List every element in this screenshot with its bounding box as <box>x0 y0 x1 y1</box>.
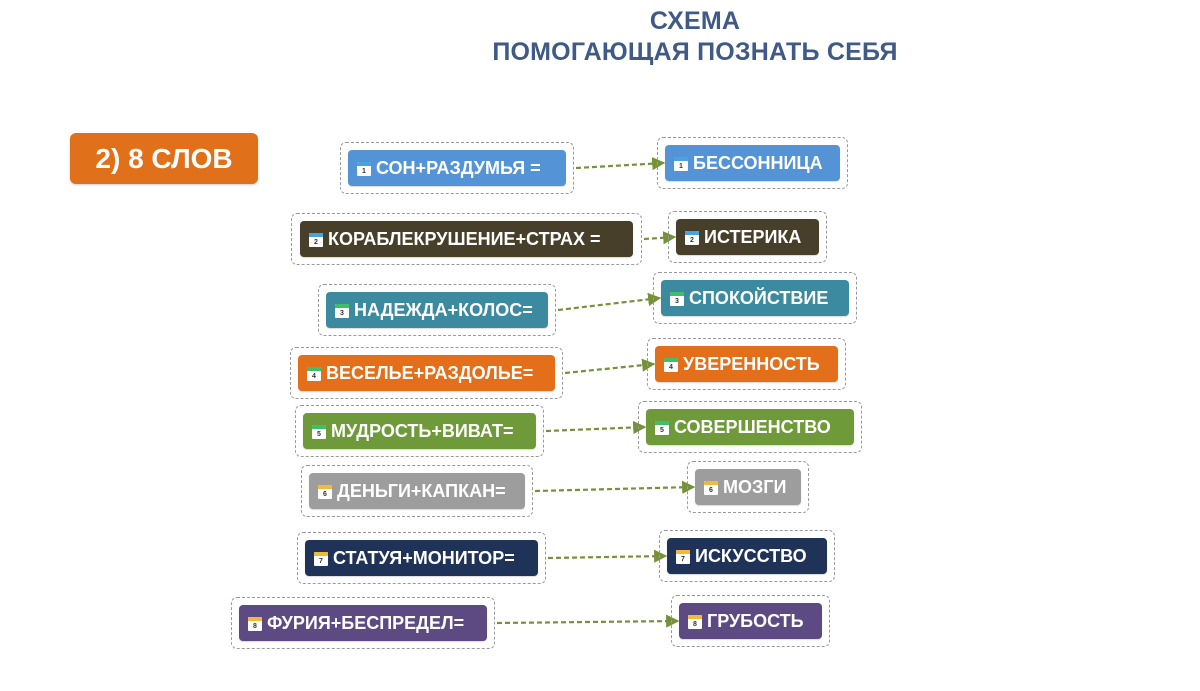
section-badge: 2) 8 СЛОВ <box>70 133 258 184</box>
calendar-icon: 8 <box>248 617 262 631</box>
calendar-number: 1 <box>362 168 366 175</box>
connector-arrow <box>534 480 696 494</box>
right-term-box: 1 БЕССОННИЦА <box>665 145 840 181</box>
left-box-frame <box>291 213 642 265</box>
left-term-label: КОРАБЛЕКРУШЕНИЕ+СТРАХ = <box>328 228 601 249</box>
connector-arrow <box>575 157 666 171</box>
left-box-frame <box>340 142 574 194</box>
calendar-number: 7 <box>681 556 685 563</box>
title-line-1: СХЕМА <box>649 7 741 35</box>
calendar-icon: 4 <box>307 367 321 381</box>
left-box-frame <box>301 465 533 517</box>
calendar-icon: 1 <box>674 157 688 171</box>
right-box-frame <box>653 272 857 324</box>
calendar-number: 6 <box>323 491 327 498</box>
left-term-box: 7 СТАТУЯ+МОНИТОР= <box>305 540 538 576</box>
left-term-label: ВЕСЕЛЬЕ+РАЗДОЛЬЕ= <box>326 362 534 383</box>
right-box-frame <box>647 338 846 390</box>
right-box-frame <box>671 595 830 647</box>
calendar-number: 2 <box>314 239 318 246</box>
left-term-label: ФУРИЯ+БЕСПРЕДЕЛ= <box>267 612 465 633</box>
calendar-icon: 8 <box>688 615 702 629</box>
right-term-label: ИСТЕРИКА <box>704 226 802 247</box>
right-box-frame <box>638 401 862 453</box>
right-term-label: ГРУБОСТЬ <box>707 610 804 631</box>
left-box-frame <box>231 597 495 649</box>
right-term-box: 8 ГРУБОСТЬ <box>679 603 822 639</box>
right-box-frame <box>668 211 827 263</box>
left-term-label: МУДРОСТЬ+ВИВАТ= <box>331 420 514 441</box>
left-term-label: ДЕНЬГИ+КАПКАН= <box>337 480 506 501</box>
left-term-box: 5 МУДРОСТЬ+ВИВАТ= <box>303 413 536 449</box>
calendar-icon: 3 <box>670 292 684 306</box>
calendar-icon: 3 <box>335 304 349 318</box>
connector-arrow <box>547 549 668 563</box>
calendar-icon: 7 <box>314 552 328 566</box>
right-term-box: 7 ИСКУССТВО <box>667 538 827 574</box>
right-box-frame <box>657 137 848 189</box>
calendar-icon: 1 <box>357 162 371 176</box>
calendar-number: 8 <box>253 623 257 630</box>
right-term-label: БЕССОННИЦА <box>693 152 823 173</box>
right-term-box: 4 УВЕРЕННОСТЬ <box>655 346 838 382</box>
left-box-frame <box>318 284 556 336</box>
calendar-number: 4 <box>669 364 673 371</box>
right-term-label: СПОКОЙСТВИЕ <box>689 287 829 308</box>
calendar-number: 2 <box>690 237 694 244</box>
calendar-number: 4 <box>312 373 316 380</box>
left-term-box: 2 КОРАБЛЕКРУШЕНИЕ+СТРАХ = <box>300 221 633 257</box>
left-box-frame <box>295 405 544 457</box>
connector-arrow <box>545 420 647 435</box>
left-box-frame <box>290 347 563 399</box>
left-term-box: 4 ВЕСЕЛЬЕ+РАЗДОЛЬЕ= <box>298 355 555 391</box>
right-term-box: 5 СОВЕРШЕНСТВО <box>646 409 854 445</box>
connector-arrow <box>643 231 677 245</box>
right-box-frame <box>659 530 835 582</box>
calendar-icon: 4 <box>664 358 678 372</box>
calendar-number: 5 <box>317 431 321 438</box>
calendar-number: 3 <box>675 298 679 305</box>
connector-arrow <box>557 292 662 312</box>
calendar-icon: 6 <box>318 485 332 499</box>
title-line-2: ПОМОГАЮЩАЯ ПОЗНАТЬ СЕБЯ <box>492 38 898 66</box>
calendar-number: 5 <box>660 427 664 434</box>
calendar-icon: 5 <box>312 425 326 439</box>
left-term-box: 6 ДЕНЬГИ+КАПКАН= <box>309 473 525 509</box>
left-box-frame <box>297 532 546 584</box>
left-term-label: НАДЕЖДА+КОЛОС= <box>354 299 533 320</box>
right-term-box: 6 МОЗГИ <box>695 469 801 505</box>
diagram-title: СХЕМА ПОМОГАЮЩАЯ ПОЗНАТЬ СЕБЯ <box>0 6 1200 68</box>
calendar-icon: 2 <box>309 233 323 247</box>
right-box-frame <box>687 461 809 513</box>
right-term-label: УВЕРЕННОСТЬ <box>683 353 820 374</box>
connector-arrow <box>496 614 680 628</box>
left-term-label: СТАТУЯ+МОНИТОР= <box>333 547 515 568</box>
calendar-number: 1 <box>679 163 683 170</box>
calendar-icon: 5 <box>655 421 669 435</box>
left-term-label: СОН+РАЗДУМЬЯ = <box>376 157 541 178</box>
left-term-box: 8 ФУРИЯ+БЕСПРЕДЕЛ= <box>239 605 487 641</box>
calendar-icon: 2 <box>685 231 699 245</box>
calendar-icon: 6 <box>704 481 718 495</box>
right-term-box: 2 ИСТЕРИКА <box>676 219 819 255</box>
right-term-label: СОВЕРШЕНСТВО <box>674 416 831 437</box>
calendar-number: 6 <box>709 487 713 494</box>
connector-arrow <box>564 358 656 375</box>
left-term-box: 1 СОН+РАЗДУМЬЯ = <box>348 150 566 186</box>
right-term-label: ИСКУССТВО <box>695 545 807 566</box>
right-term-label: МОЗГИ <box>723 476 787 497</box>
calendar-number: 7 <box>319 558 323 565</box>
calendar-number: 3 <box>340 310 344 317</box>
calendar-number: 8 <box>693 621 697 628</box>
calendar-icon: 7 <box>676 550 690 564</box>
left-term-box: 3 НАДЕЖДА+КОЛОС= <box>326 292 548 328</box>
right-term-box: 3 СПОКОЙСТВИЕ <box>661 280 849 316</box>
